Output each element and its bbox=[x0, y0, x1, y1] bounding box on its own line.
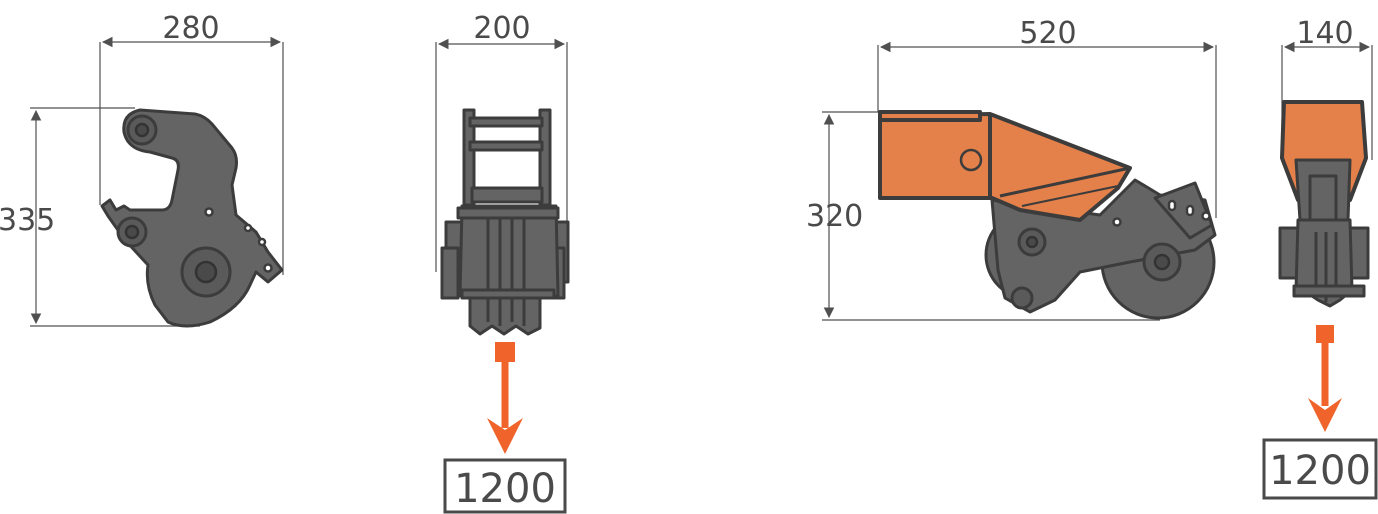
right-front-width-dimension: 140 bbox=[1281, 16, 1373, 160]
right-bracket-body bbox=[878, 110, 1217, 320]
left-side-height-dimension: 335 bbox=[0, 107, 200, 327]
left-side-view: 280 335 bbox=[0, 11, 284, 328]
left-bracket-body bbox=[100, 108, 284, 328]
left-side-width-label: 280 bbox=[162, 11, 219, 46]
right-load-indicator: 1200 bbox=[1262, 325, 1378, 500]
left-load-box bbox=[443, 458, 567, 514]
right-front-body bbox=[1278, 100, 1370, 308]
right-load-label: 1200 bbox=[1269, 448, 1371, 494]
left-front-width-dimension: 200 bbox=[435, 11, 568, 272]
left-front-view: 200 1200 bbox=[435, 11, 570, 514]
right-front-view: 140 1200 bbox=[1262, 16, 1378, 500]
left-load-indicator: 1200 bbox=[443, 342, 567, 514]
right-side-view: 520 320 bbox=[806, 16, 1217, 321]
right-side-height-dimension: 320 bbox=[806, 111, 1160, 321]
left-front-body bbox=[440, 108, 570, 336]
right-side-width-label: 520 bbox=[1019, 16, 1076, 51]
right-side-height-label: 320 bbox=[806, 199, 863, 234]
right-front-width-label: 140 bbox=[1296, 16, 1353, 51]
left-load-label: 1200 bbox=[454, 466, 556, 512]
right-side-width-dimension: 520 bbox=[877, 16, 1217, 218]
left-side-height-label: 335 bbox=[0, 203, 55, 238]
left-front-width-label: 200 bbox=[473, 11, 530, 46]
left-side-width-dimension: 280 bbox=[99, 11, 284, 275]
right-load-box bbox=[1262, 438, 1378, 500]
